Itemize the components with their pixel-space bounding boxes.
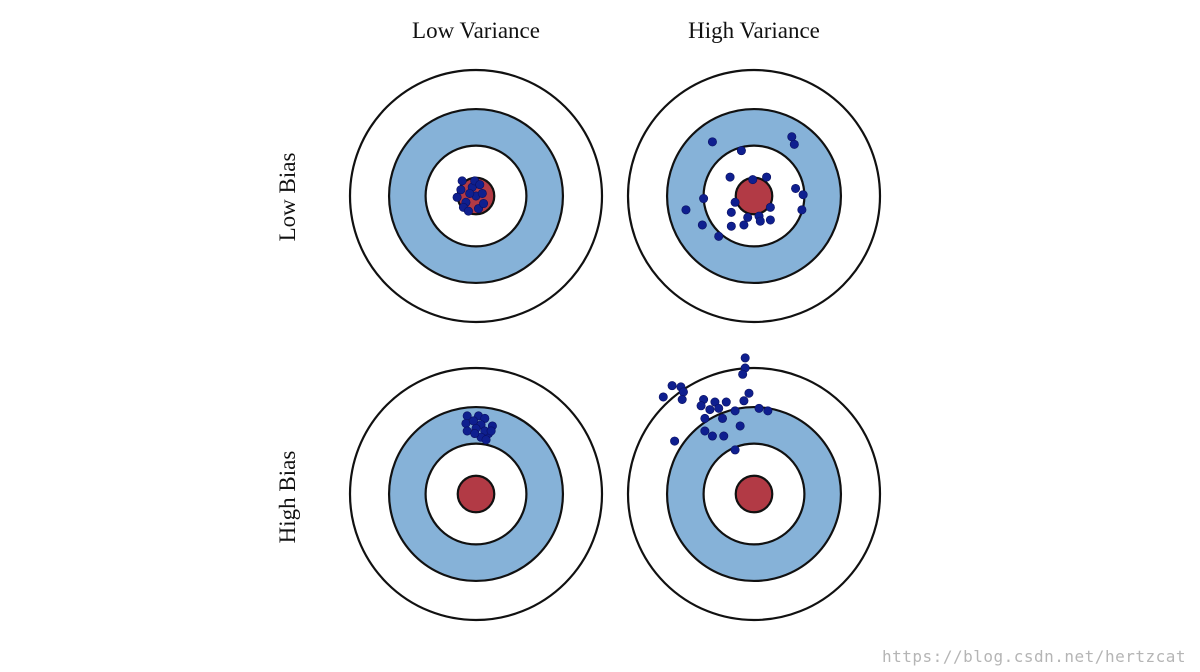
shot-point xyxy=(707,137,717,147)
shot-point xyxy=(789,139,799,149)
shot-point xyxy=(468,416,478,426)
target-high-bias-low-variance xyxy=(348,366,604,622)
shot-point xyxy=(730,445,740,455)
target-high-bias-high-variance xyxy=(626,353,882,622)
shot-point xyxy=(452,192,462,202)
shot-point xyxy=(461,418,471,428)
shot-point xyxy=(714,403,724,413)
shot-point xyxy=(457,176,467,186)
shot-point xyxy=(714,231,724,241)
shot-point xyxy=(707,431,717,441)
shot-point xyxy=(721,397,731,407)
shot-point xyxy=(735,421,745,431)
shot-point xyxy=(765,215,775,225)
shot-point xyxy=(475,180,485,190)
column-label-high-variance: High Variance xyxy=(688,18,820,43)
shot-point xyxy=(739,396,749,406)
shot-point xyxy=(762,172,772,182)
shot-point xyxy=(705,405,715,415)
shot-point xyxy=(736,146,746,156)
shot-point xyxy=(717,413,727,423)
shot-point xyxy=(755,216,765,226)
shot-point xyxy=(670,436,680,446)
column-label-low-variance: Low Variance xyxy=(412,18,540,43)
shot-point xyxy=(667,381,677,391)
target-low-bias-high-variance xyxy=(626,68,882,324)
shot-point xyxy=(677,394,687,404)
shot-point xyxy=(456,185,466,195)
shot-point xyxy=(726,221,736,231)
bullseye xyxy=(734,474,774,514)
shot-point xyxy=(754,403,764,413)
shot-point xyxy=(744,388,754,398)
shot-point xyxy=(479,199,489,209)
shot-point xyxy=(743,212,753,222)
shot-point xyxy=(738,369,748,379)
bullseye xyxy=(456,474,496,514)
shot-point xyxy=(748,175,758,185)
shot-point xyxy=(730,197,740,207)
shot-point xyxy=(465,188,475,198)
shot-point xyxy=(462,426,472,436)
shot-point xyxy=(696,401,706,411)
shot-point xyxy=(765,202,775,212)
shot-point xyxy=(719,431,729,441)
shot-point xyxy=(763,406,773,416)
shot-point xyxy=(700,413,710,423)
shot-point xyxy=(730,406,740,416)
shot-point xyxy=(658,392,668,402)
shot-point xyxy=(791,183,801,193)
shot-point xyxy=(797,205,807,215)
shot-point xyxy=(681,205,691,215)
shot-point xyxy=(798,190,808,200)
shot-point xyxy=(463,206,473,216)
shot-point xyxy=(700,426,710,436)
shot-point xyxy=(470,429,480,439)
shot-point xyxy=(486,426,496,436)
shot-point xyxy=(481,435,491,445)
shot-point xyxy=(699,194,709,204)
shot-point xyxy=(787,132,797,142)
shot-point xyxy=(477,188,487,198)
shot-point xyxy=(739,220,749,230)
target-low-bias-low-variance xyxy=(348,68,604,324)
shot-point xyxy=(726,207,736,217)
shot-point xyxy=(678,387,688,397)
shot-point xyxy=(725,172,735,182)
watermark: https://blog.csdn.net/hertzcat xyxy=(882,647,1186,666)
shot-point xyxy=(697,220,707,230)
shot-point xyxy=(740,353,750,363)
